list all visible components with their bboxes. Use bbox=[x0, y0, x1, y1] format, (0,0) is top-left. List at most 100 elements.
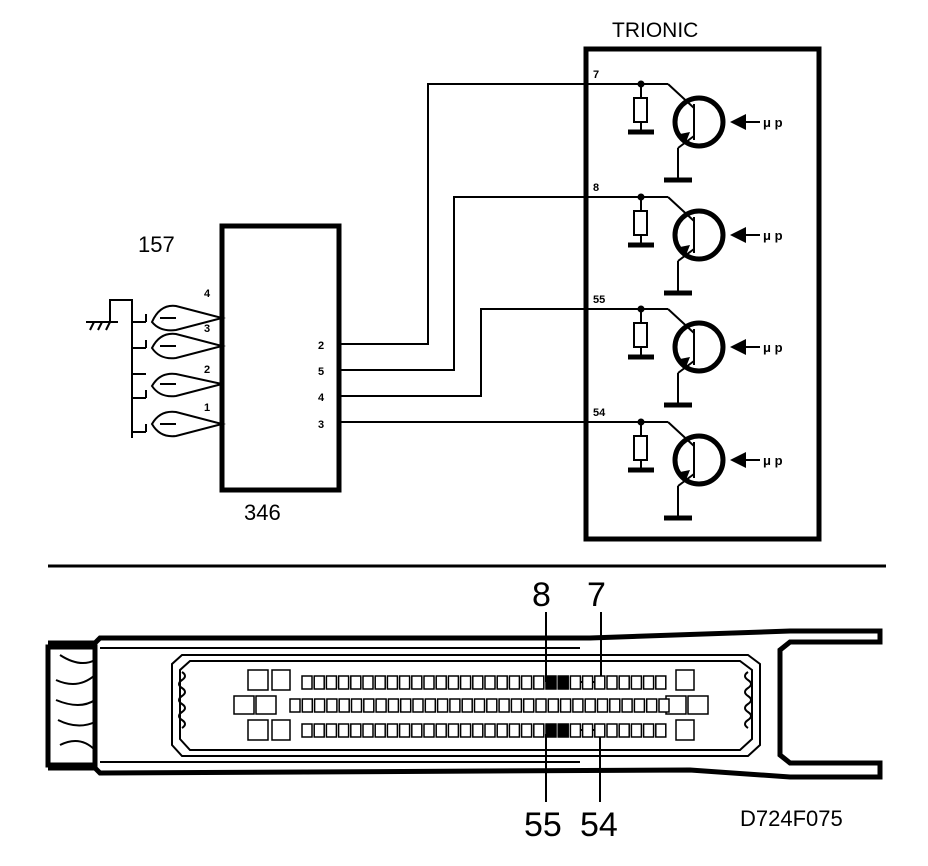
connector-pin bbox=[520, 723, 533, 738]
connector-pin bbox=[447, 675, 460, 690]
connector-pin bbox=[313, 675, 325, 690]
ecu-pin-55: 55 bbox=[593, 294, 605, 306]
connector-pin bbox=[301, 675, 313, 690]
connector-pin-rows bbox=[233, 669, 709, 741]
amp-pin-4: 4 bbox=[318, 392, 325, 404]
connector-pin bbox=[645, 698, 658, 713]
connector-pin bbox=[655, 675, 667, 690]
connector-pin bbox=[547, 698, 560, 713]
sensor-pin-3: 3 bbox=[204, 323, 210, 335]
connector-pin bbox=[484, 723, 496, 738]
sensor-elements bbox=[131, 300, 226, 438]
connector-pin bbox=[498, 698, 510, 713]
connector-pin bbox=[655, 723, 667, 738]
callout-8: 8 bbox=[532, 576, 551, 614]
connector-pin bbox=[642, 675, 655, 690]
connector-pin bbox=[569, 675, 582, 690]
callout-7: 7 bbox=[587, 576, 606, 614]
connector-pin bbox=[411, 675, 423, 690]
connector-pin bbox=[609, 698, 621, 713]
connector-pin bbox=[350, 675, 362, 690]
connector-pin bbox=[510, 698, 523, 713]
connector-pin bbox=[423, 723, 435, 738]
connector-pin bbox=[508, 675, 521, 690]
connector-pin bbox=[533, 675, 545, 690]
transistor-stage-8 bbox=[628, 193, 760, 296]
connector-pin bbox=[386, 723, 399, 738]
connector-pin bbox=[363, 698, 375, 713]
connector-pin bbox=[630, 723, 643, 738]
connector-row-top bbox=[301, 675, 667, 690]
connector-pin bbox=[594, 675, 606, 690]
connector-pin bbox=[584, 698, 596, 713]
connector-row-bottom bbox=[301, 723, 667, 738]
transistor-stage-7 bbox=[628, 80, 760, 183]
figure-code: D724F075 bbox=[740, 806, 843, 831]
amp-pin-2: 2 bbox=[318, 340, 324, 352]
connector-pin bbox=[594, 723, 606, 738]
connector-body bbox=[45, 628, 883, 780]
connector-pin bbox=[399, 698, 412, 713]
connector-pin bbox=[596, 698, 609, 713]
signal-label-8: μ p bbox=[763, 228, 783, 243]
sensor-pin-4: 4 bbox=[204, 288, 211, 300]
amp-pin-3: 3 bbox=[318, 419, 324, 431]
connector-pin bbox=[545, 675, 557, 690]
connector-pin bbox=[581, 723, 594, 738]
connector-pin bbox=[496, 723, 508, 738]
connector-pin bbox=[658, 698, 670, 713]
connector-pin bbox=[362, 675, 374, 690]
connector-pin bbox=[484, 675, 496, 690]
connector-pin bbox=[618, 723, 630, 738]
sensor-pin-1: 1 bbox=[204, 402, 210, 414]
connector-pin bbox=[581, 675, 594, 690]
ecu-pin-54: 54 bbox=[593, 407, 606, 419]
wire-pin5-to-8 bbox=[339, 196, 641, 371]
connector-pin bbox=[461, 698, 473, 713]
connector-pin bbox=[386, 675, 399, 690]
connector-pin bbox=[520, 675, 533, 690]
connector-pin bbox=[301, 723, 313, 738]
connector-row-middle bbox=[289, 698, 670, 713]
wire-pin4-to-55 bbox=[339, 308, 641, 397]
transistor-stage-55 bbox=[628, 305, 760, 408]
connector-pin bbox=[350, 698, 363, 713]
trionic-ecu-box bbox=[583, 46, 822, 542]
connector-pin bbox=[325, 723, 338, 738]
connector-pin bbox=[338, 698, 350, 713]
connector-pin bbox=[313, 723, 325, 738]
connector-pin bbox=[423, 675, 435, 690]
connector-pin bbox=[362, 723, 374, 738]
connector-pin bbox=[545, 723, 557, 738]
connector-pin bbox=[486, 698, 498, 713]
connector-pin bbox=[398, 723, 411, 738]
connector-pin bbox=[557, 675, 569, 690]
connector-pin bbox=[496, 675, 508, 690]
connector-pin bbox=[535, 698, 547, 713]
connector-pin bbox=[449, 698, 461, 713]
connector-pin bbox=[472, 675, 484, 690]
connector-pin bbox=[435, 723, 447, 738]
connector-pin bbox=[375, 698, 387, 713]
connector-pin bbox=[326, 698, 338, 713]
callout-54: 54 bbox=[580, 806, 618, 844]
transistor-stage-54 bbox=[628, 418, 760, 521]
connector-pin bbox=[572, 698, 584, 713]
connector-pin bbox=[508, 723, 521, 738]
connector-pin bbox=[424, 698, 437, 713]
connector-pin bbox=[337, 723, 350, 738]
connector-pin bbox=[350, 723, 362, 738]
sensor-pin-2: 2 bbox=[204, 364, 210, 376]
connector-pin bbox=[447, 723, 460, 738]
connector-pin bbox=[387, 698, 400, 713]
connector-pin bbox=[630, 675, 643, 690]
signal-label-54: μ p bbox=[763, 453, 783, 468]
connector-pin bbox=[522, 698, 535, 713]
amplifier-id: 346 bbox=[244, 500, 281, 525]
amplifier-box bbox=[219, 223, 342, 493]
ground-symbol bbox=[86, 299, 133, 438]
connector-pin bbox=[313, 698, 326, 713]
ecu-pin-8: 8 bbox=[593, 182, 599, 194]
connector-pin bbox=[569, 723, 582, 738]
